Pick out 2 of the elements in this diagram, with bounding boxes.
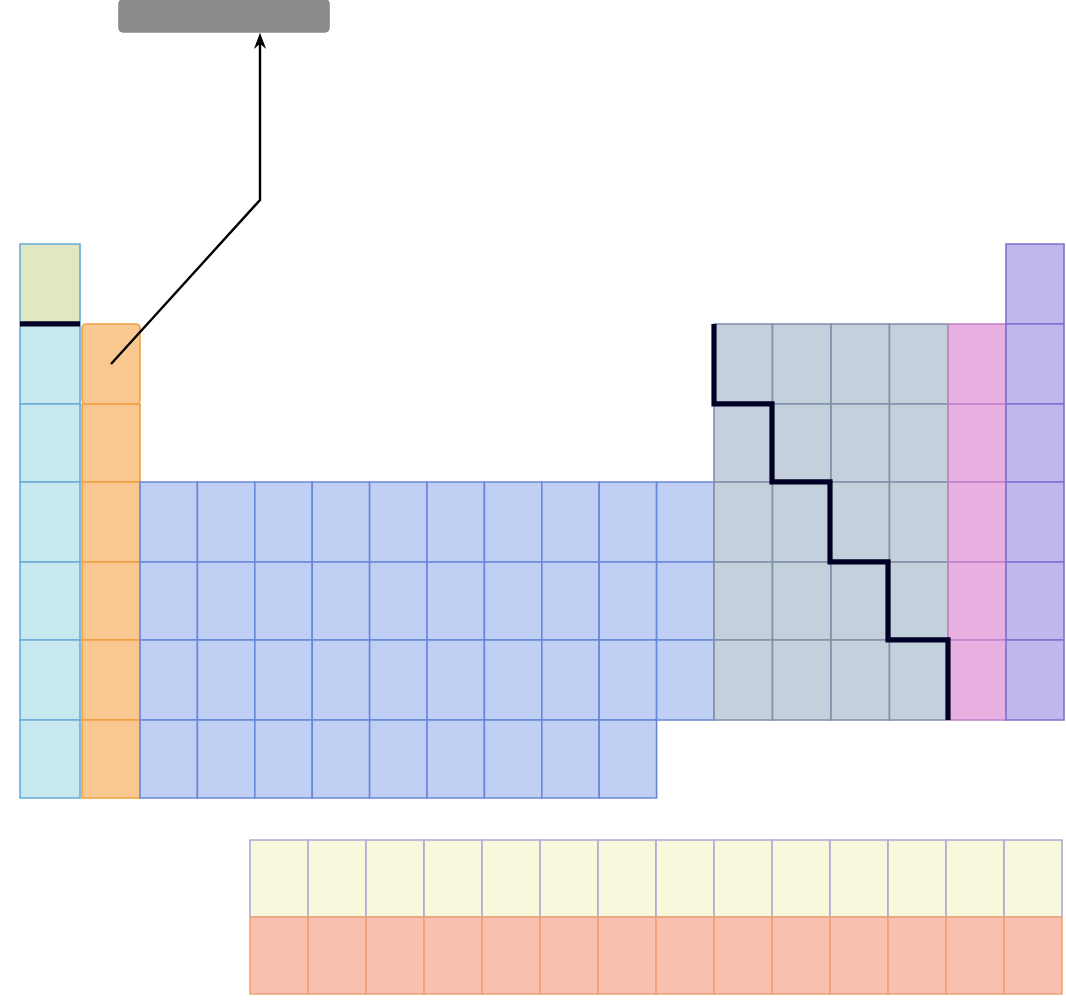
- table-cell: [81, 323, 141, 405]
- label-box: [118, 0, 330, 33]
